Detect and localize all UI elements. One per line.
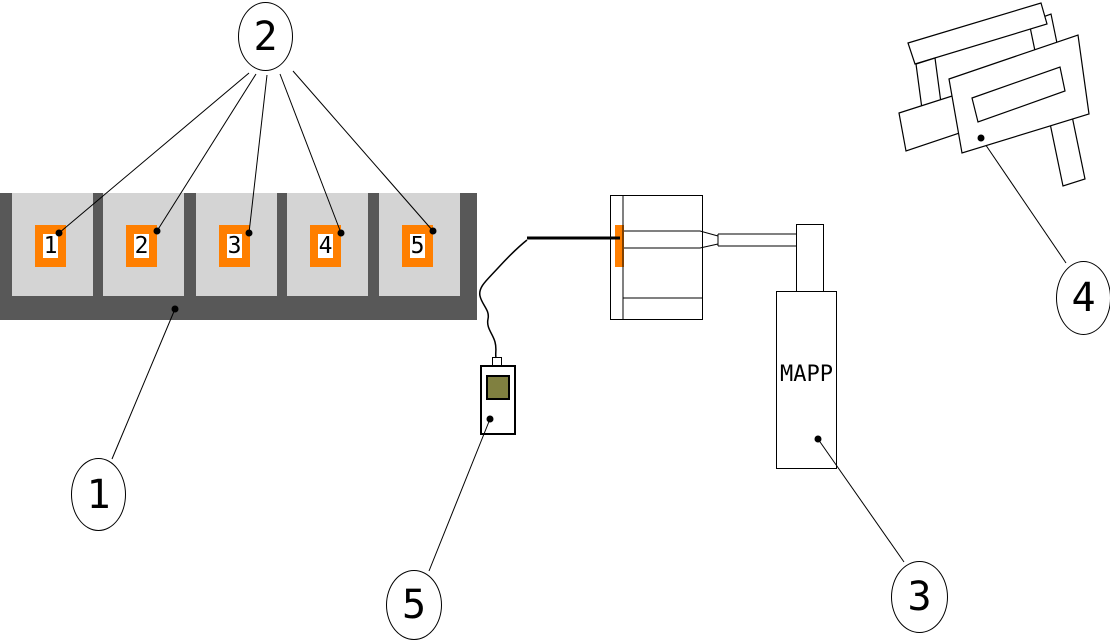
specimen-label-3: 3	[227, 234, 242, 258]
ir-handle-bar	[898, 79, 1011, 152]
callout-4: 4	[1056, 261, 1110, 335]
ir-neck	[915, 57, 942, 110]
leader-lines	[58, 70, 1067, 572]
insulation-panel-2: 2	[103, 193, 184, 296]
ir-back-plate	[907, 2, 1048, 65]
specimen-3: 3	[219, 225, 250, 267]
specimen-2: 2	[126, 225, 157, 267]
gas-cylinder-label: MAPP	[780, 361, 833, 387]
heated-target-plate	[615, 225, 624, 267]
ir-thermometer	[898, 2, 1090, 187]
callout-1-number: 1	[86, 471, 111, 518]
thermocouple-wire	[479, 239, 528, 359]
ir-grip-leg	[1028, 13, 1086, 187]
insulation-panel-4: 4	[287, 193, 368, 296]
callout-2-number: 2	[253, 13, 278, 60]
callout-4-number: 4	[1071, 275, 1096, 321]
callout-2: 2	[238, 2, 293, 71]
specimen-1: 1	[35, 225, 66, 267]
leader-line-4	[980, 137, 1067, 264]
digital-thermometer	[480, 365, 516, 435]
insulation-panel-1: 1	[12, 193, 93, 296]
callout-1: 1	[71, 458, 126, 531]
specimen-holder-bar: 1 2 3 4 5	[0, 193, 477, 320]
specimen-label-5: 5	[410, 234, 425, 258]
leader-line-5	[428, 418, 491, 572]
callout-5: 5	[386, 570, 442, 640]
gas-cylinder: MAPP	[776, 291, 837, 469]
specimen-4: 4	[310, 225, 341, 267]
specimen-label-4: 4	[318, 234, 333, 258]
specimen-label-2: 2	[134, 234, 149, 258]
thermometer-lcd-screen	[486, 375, 510, 400]
insulation-panel-5: 5	[379, 193, 460, 296]
torch-mount-block	[610, 195, 703, 320]
torch-valve-body	[796, 224, 824, 292]
dot-ir-device	[977, 134, 985, 142]
ir-display-window	[971, 66, 1066, 123]
specimen-label-1: 1	[43, 234, 58, 258]
ir-body	[948, 34, 1090, 154]
callout-3: 3	[891, 561, 948, 633]
leader-line-1	[111, 308, 176, 460]
specimen-5: 5	[402, 225, 433, 267]
callout-3-number: 3	[907, 574, 932, 620]
insulation-panel-3: 3	[196, 193, 277, 296]
callout-5-number: 5	[401, 582, 427, 628]
